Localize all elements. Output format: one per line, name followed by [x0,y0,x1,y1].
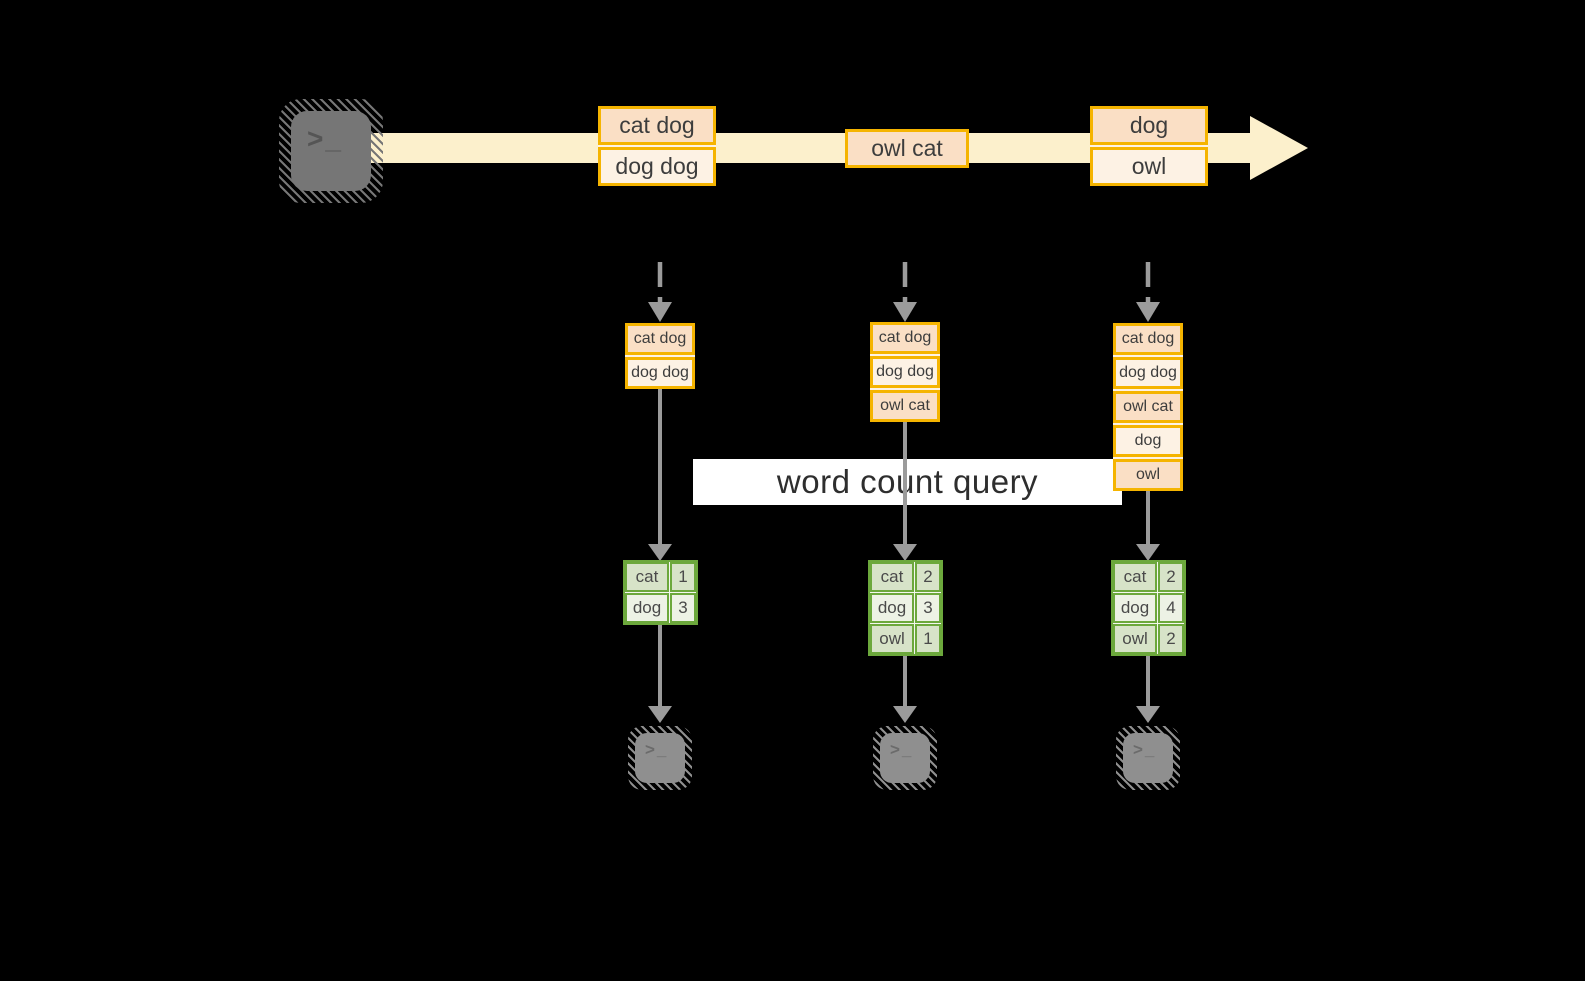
stream-record-group-2: owl cat [845,129,969,168]
dashed-down-arrow [648,262,672,322]
connector-arrow-head [893,706,917,723]
buffer-record: owl cat [1113,391,1183,423]
sink-terminal-icon: >_ [1116,726,1180,790]
buffer-record: dog dog [1113,357,1183,389]
count-table-1: cat 1 dog 3 [623,560,698,625]
count-word: dog [870,593,914,623]
terminal-face: >_ [1123,733,1173,783]
count-table-3: cat 2 dog 4 owl 2 [1111,560,1186,656]
connector-arrow-head [648,544,672,561]
stream-record: cat dog [598,106,716,145]
connector-line [903,417,907,545]
dashed-down-arrow [893,262,917,322]
count-word: cat [625,562,669,592]
count-word: owl [1113,624,1157,654]
connector-arrow-head [648,706,672,723]
buffer-record: cat dog [1113,323,1183,355]
buffer-record: cat dog [870,322,940,354]
connector-arrow-head [1136,544,1160,561]
buffer-record: dog dog [625,357,695,389]
connector-line [1146,478,1150,545]
source-terminal-icon: >_ [279,99,383,203]
connector-arrow-head [1136,706,1160,723]
count-value: 2 [1158,624,1184,654]
stream-record: owl cat [845,129,969,168]
buffer-stack-2: cat dog dog dog owl cat [870,322,940,422]
terminal-face: >_ [880,733,930,783]
query-banner: word count query [693,459,1122,505]
stream-record: dog [1090,106,1208,145]
dashed-down-arrow [1136,262,1160,322]
connector-line [1146,656,1150,707]
count-word: cat [870,562,914,592]
connector-line [658,386,662,545]
buffer-record: dog [1113,425,1183,457]
count-value: 4 [1158,593,1184,623]
connector-arrow-head [893,544,917,561]
sink-terminal-icon: >_ [628,726,692,790]
count-word: dog [625,593,669,623]
count-word: dog [1113,593,1157,623]
stream-record-group-3: dog owl [1090,106,1208,186]
count-word: cat [1113,562,1157,592]
terminal-prompt-glyph: >_ [1133,740,1157,759]
terminal-face: >_ [291,111,371,191]
sink-terminal-icon: >_ [873,726,937,790]
terminal-prompt-glyph: >_ [890,740,914,759]
terminal-prompt-glyph: >_ [645,740,669,759]
count-word: owl [870,624,914,654]
buffer-record: dog dog [870,356,940,388]
count-value: 1 [915,624,941,654]
stream-arrow-head [1250,116,1308,180]
query-banner-label: word count query [776,463,1039,500]
count-table-2: cat 2 dog 3 owl 1 [868,560,943,656]
count-value: 2 [1158,562,1184,592]
buffer-record: owl [1113,459,1183,491]
count-value: 3 [915,593,941,623]
connector-line [658,625,662,707]
terminal-face: >_ [635,733,685,783]
connector-line [903,656,907,707]
buffer-record: owl cat [870,390,940,422]
stream-record: dog dog [598,147,716,186]
terminal-prompt-glyph: >_ [307,123,343,154]
buffer-stack-3: cat dog dog dog owl cat dog owl [1113,323,1183,491]
buffer-record: cat dog [625,323,695,355]
buffer-stack-1: cat dog dog dog [625,323,695,389]
count-value: 1 [670,562,696,592]
count-value: 2 [915,562,941,592]
stream-record: owl [1090,147,1208,186]
stream-record-group-1: cat dog dog dog [598,106,716,186]
count-value: 3 [670,593,696,623]
